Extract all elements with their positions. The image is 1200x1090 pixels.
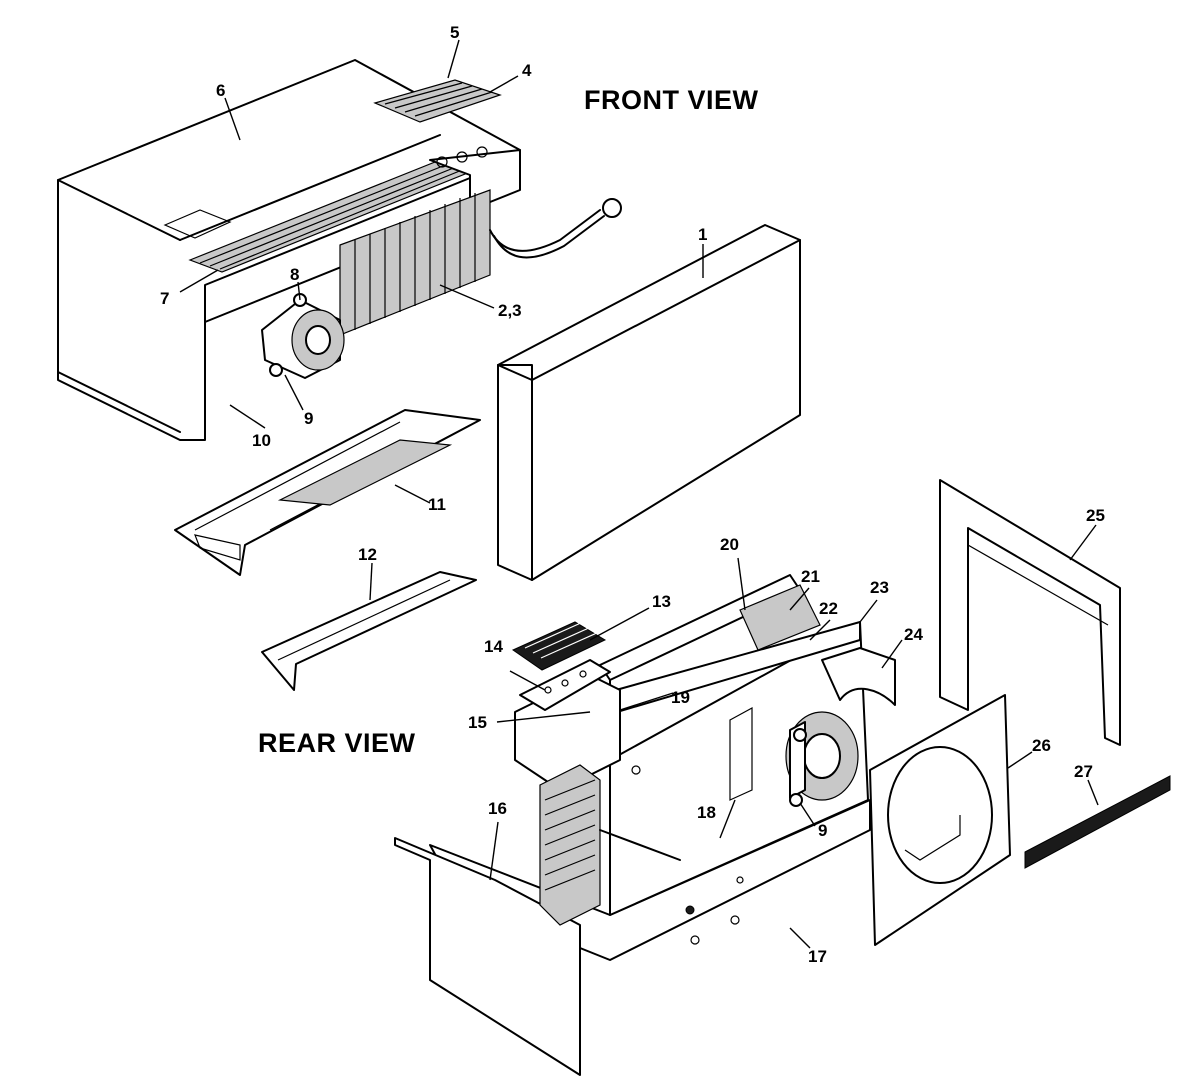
callout-26: 26 [1032, 736, 1051, 755]
callout-9-rear: 9 [818, 821, 827, 840]
callout-5: 5 [450, 23, 459, 42]
callout-20: 20 [720, 535, 739, 554]
drain-pan [174, 409, 481, 576]
blower-wheel-half [821, 647, 896, 706]
callout-7: 7 [160, 289, 169, 308]
callout-11: 11 [428, 495, 446, 514]
callout-2-3: 2,3 [498, 301, 522, 320]
callout-27: 27 [1074, 762, 1093, 781]
callout-9-front: 9 [304, 409, 313, 428]
callout-21: 21 [801, 567, 820, 586]
rear-partition-panel [609, 621, 869, 916]
callout-6: 6 [216, 81, 225, 100]
rear-view-heading: REAR VIEW [258, 728, 416, 758]
callout-15: 15 [468, 713, 487, 732]
callout-17: 17 [808, 947, 827, 966]
callout-14: 14 [484, 637, 503, 656]
control-box-bracket [514, 659, 621, 791]
callout-23: 23 [870, 578, 889, 597]
callout-1: 1 [698, 225, 707, 244]
rear-top-rails [579, 574, 861, 761]
front-view-heading: FRONT VIEW [584, 85, 759, 115]
front-panel-cover [497, 224, 801, 581]
callout-18: 18 [697, 803, 716, 822]
callout-25: 25 [1086, 506, 1105, 525]
callout-12: 12 [358, 545, 377, 564]
callout-16: 16 [488, 799, 507, 818]
callout-19: 19 [671, 688, 690, 707]
rear-side-plate-left [394, 837, 581, 1076]
leader-lines [179, 39, 1099, 949]
bracket-strip [261, 571, 477, 691]
top-grille-insert [373, 79, 502, 123]
evaporator-coil [539, 764, 681, 926]
power-cord [489, 198, 622, 259]
callout-22: 22 [819, 599, 838, 618]
callout-10: 10 [252, 431, 271, 450]
filter-strip [1024, 775, 1171, 869]
callout-4: 4 [522, 61, 532, 80]
rear-small-grille [511, 621, 607, 671]
heater-coil-element [339, 189, 491, 336]
blower-housing-scroll [869, 694, 1011, 946]
rear-side-panel [939, 479, 1121, 746]
front-grille [188, 146, 521, 323]
blower-motor-front [261, 293, 345, 379]
callout-24: 24 [904, 625, 923, 644]
callout-8: 8 [290, 265, 299, 284]
rear-blower-motor [785, 711, 859, 807]
callout-13: 13 [652, 592, 671, 611]
